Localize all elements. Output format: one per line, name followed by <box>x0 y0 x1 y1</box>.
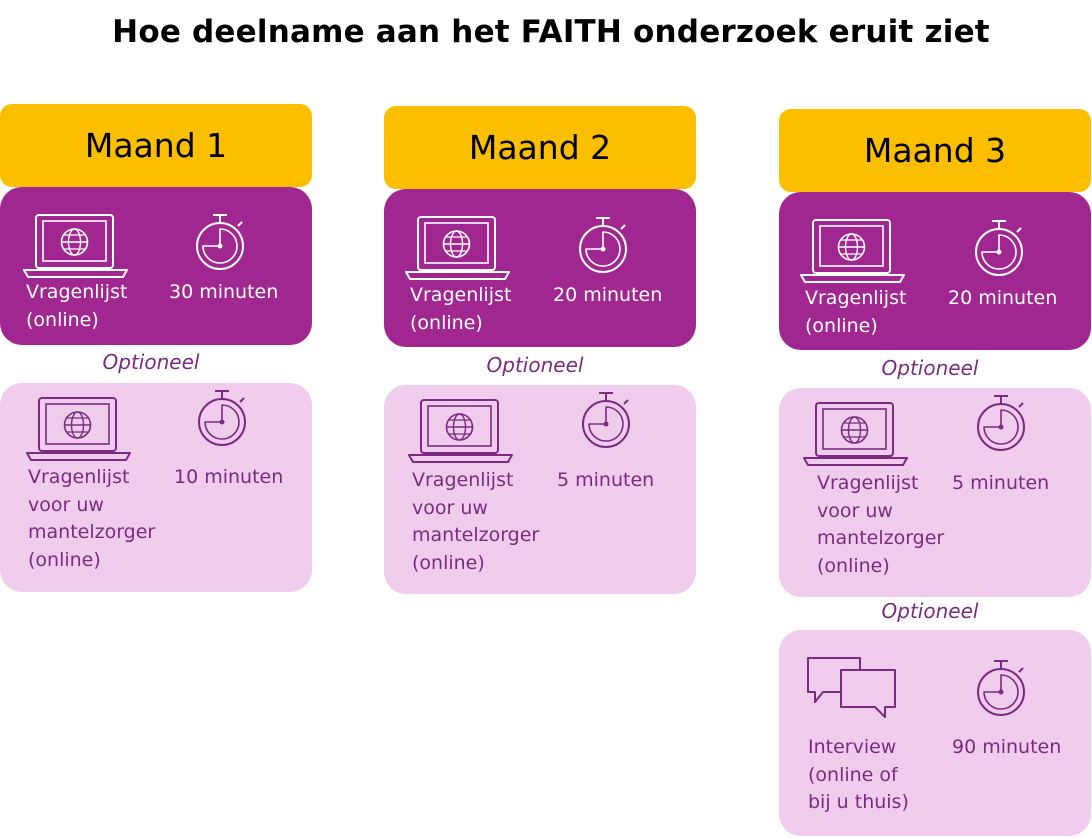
laptop-globe-icon <box>26 397 131 461</box>
month-1-header: Maand 1 <box>0 104 312 187</box>
month-3-questionnaire-card: Vragenlijst (online) 20 minuten <box>779 192 1091 350</box>
questionnaire-label: Vragenlijst (online) <box>410 284 512 334</box>
duration-label: 90 minuten <box>952 736 1062 758</box>
month-1-questionnaire-card: Vragenlijst (online) 30 minuten <box>0 187 312 345</box>
laptop-globe-icon <box>408 399 513 463</box>
questionnaire-label: Vragenlijst (online) <box>805 287 907 337</box>
page-title: Hoe deelname aan het FAITH onderzoek eru… <box>112 14 990 50</box>
month-3-column: Maand 3 Vragenlijst (online) 20 minuten … <box>779 109 1091 836</box>
duration-label: 20 minuten <box>948 287 1058 309</box>
questionnaire-label: Vragenlijst (online) <box>26 281 128 331</box>
laptop-globe-icon <box>800 219 905 283</box>
month-2-column: Maand 2 Vragenlijst (online) 20 minuten … <box>384 106 696 594</box>
duration-label: 10 minuten <box>174 466 284 488</box>
caregiver-questionnaire-label: Vragenlijst voor uw mantelzorger (online… <box>28 466 156 571</box>
laptop-globe-icon <box>23 214 128 278</box>
interview-label: Interview (online of bij u thuis) <box>808 736 909 813</box>
optional-label: Optioneel <box>486 353 584 377</box>
duration-label: 30 minuten <box>169 281 279 303</box>
optional-label: Optioneel <box>102 350 200 374</box>
month-1-column: Maand 1 Vragenlijst (online) 30 minuten … <box>0 104 312 592</box>
laptop-globe-icon <box>803 402 908 466</box>
month-3-interview-card: Interview (online of bij u thuis) 90 min… <box>779 630 1091 836</box>
stopwatch-icon <box>977 660 1025 716</box>
optional-label: Optioneel <box>881 599 979 623</box>
stopwatch-icon <box>977 395 1025 451</box>
duration-label: 5 minuten <box>557 469 655 491</box>
duration-label: 20 minuten <box>553 284 663 306</box>
laptop-globe-icon <box>405 216 510 280</box>
stopwatch-icon <box>975 220 1023 276</box>
stopwatch-icon <box>198 390 246 446</box>
optional-label: Optioneel <box>881 356 979 380</box>
month-2-header: Maand 2 <box>384 106 696 189</box>
speech-bubbles-icon <box>807 657 896 718</box>
month-1-caregiver-card: Vragenlijst voor uw mantelzorger (online… <box>0 383 312 592</box>
stopwatch-icon <box>579 217 627 273</box>
stopwatch-icon <box>196 214 244 270</box>
duration-label: 5 minuten <box>952 472 1050 494</box>
caregiver-questionnaire-label: Vragenlijst voor uw mantelzorger (online… <box>817 472 945 577</box>
stopwatch-icon <box>582 392 630 448</box>
month-2-caregiver-card: Vragenlijst voor uw mantelzorger (online… <box>384 385 696 594</box>
caregiver-questionnaire-label: Vragenlijst voor uw mantelzorger (online… <box>412 469 540 574</box>
month-3-header: Maand 3 <box>779 109 1091 192</box>
month-3-caregiver-card: Vragenlijst voor uw mantelzorger (online… <box>779 388 1091 597</box>
month-2-questionnaire-card: Vragenlijst (online) 20 minuten <box>384 189 696 347</box>
